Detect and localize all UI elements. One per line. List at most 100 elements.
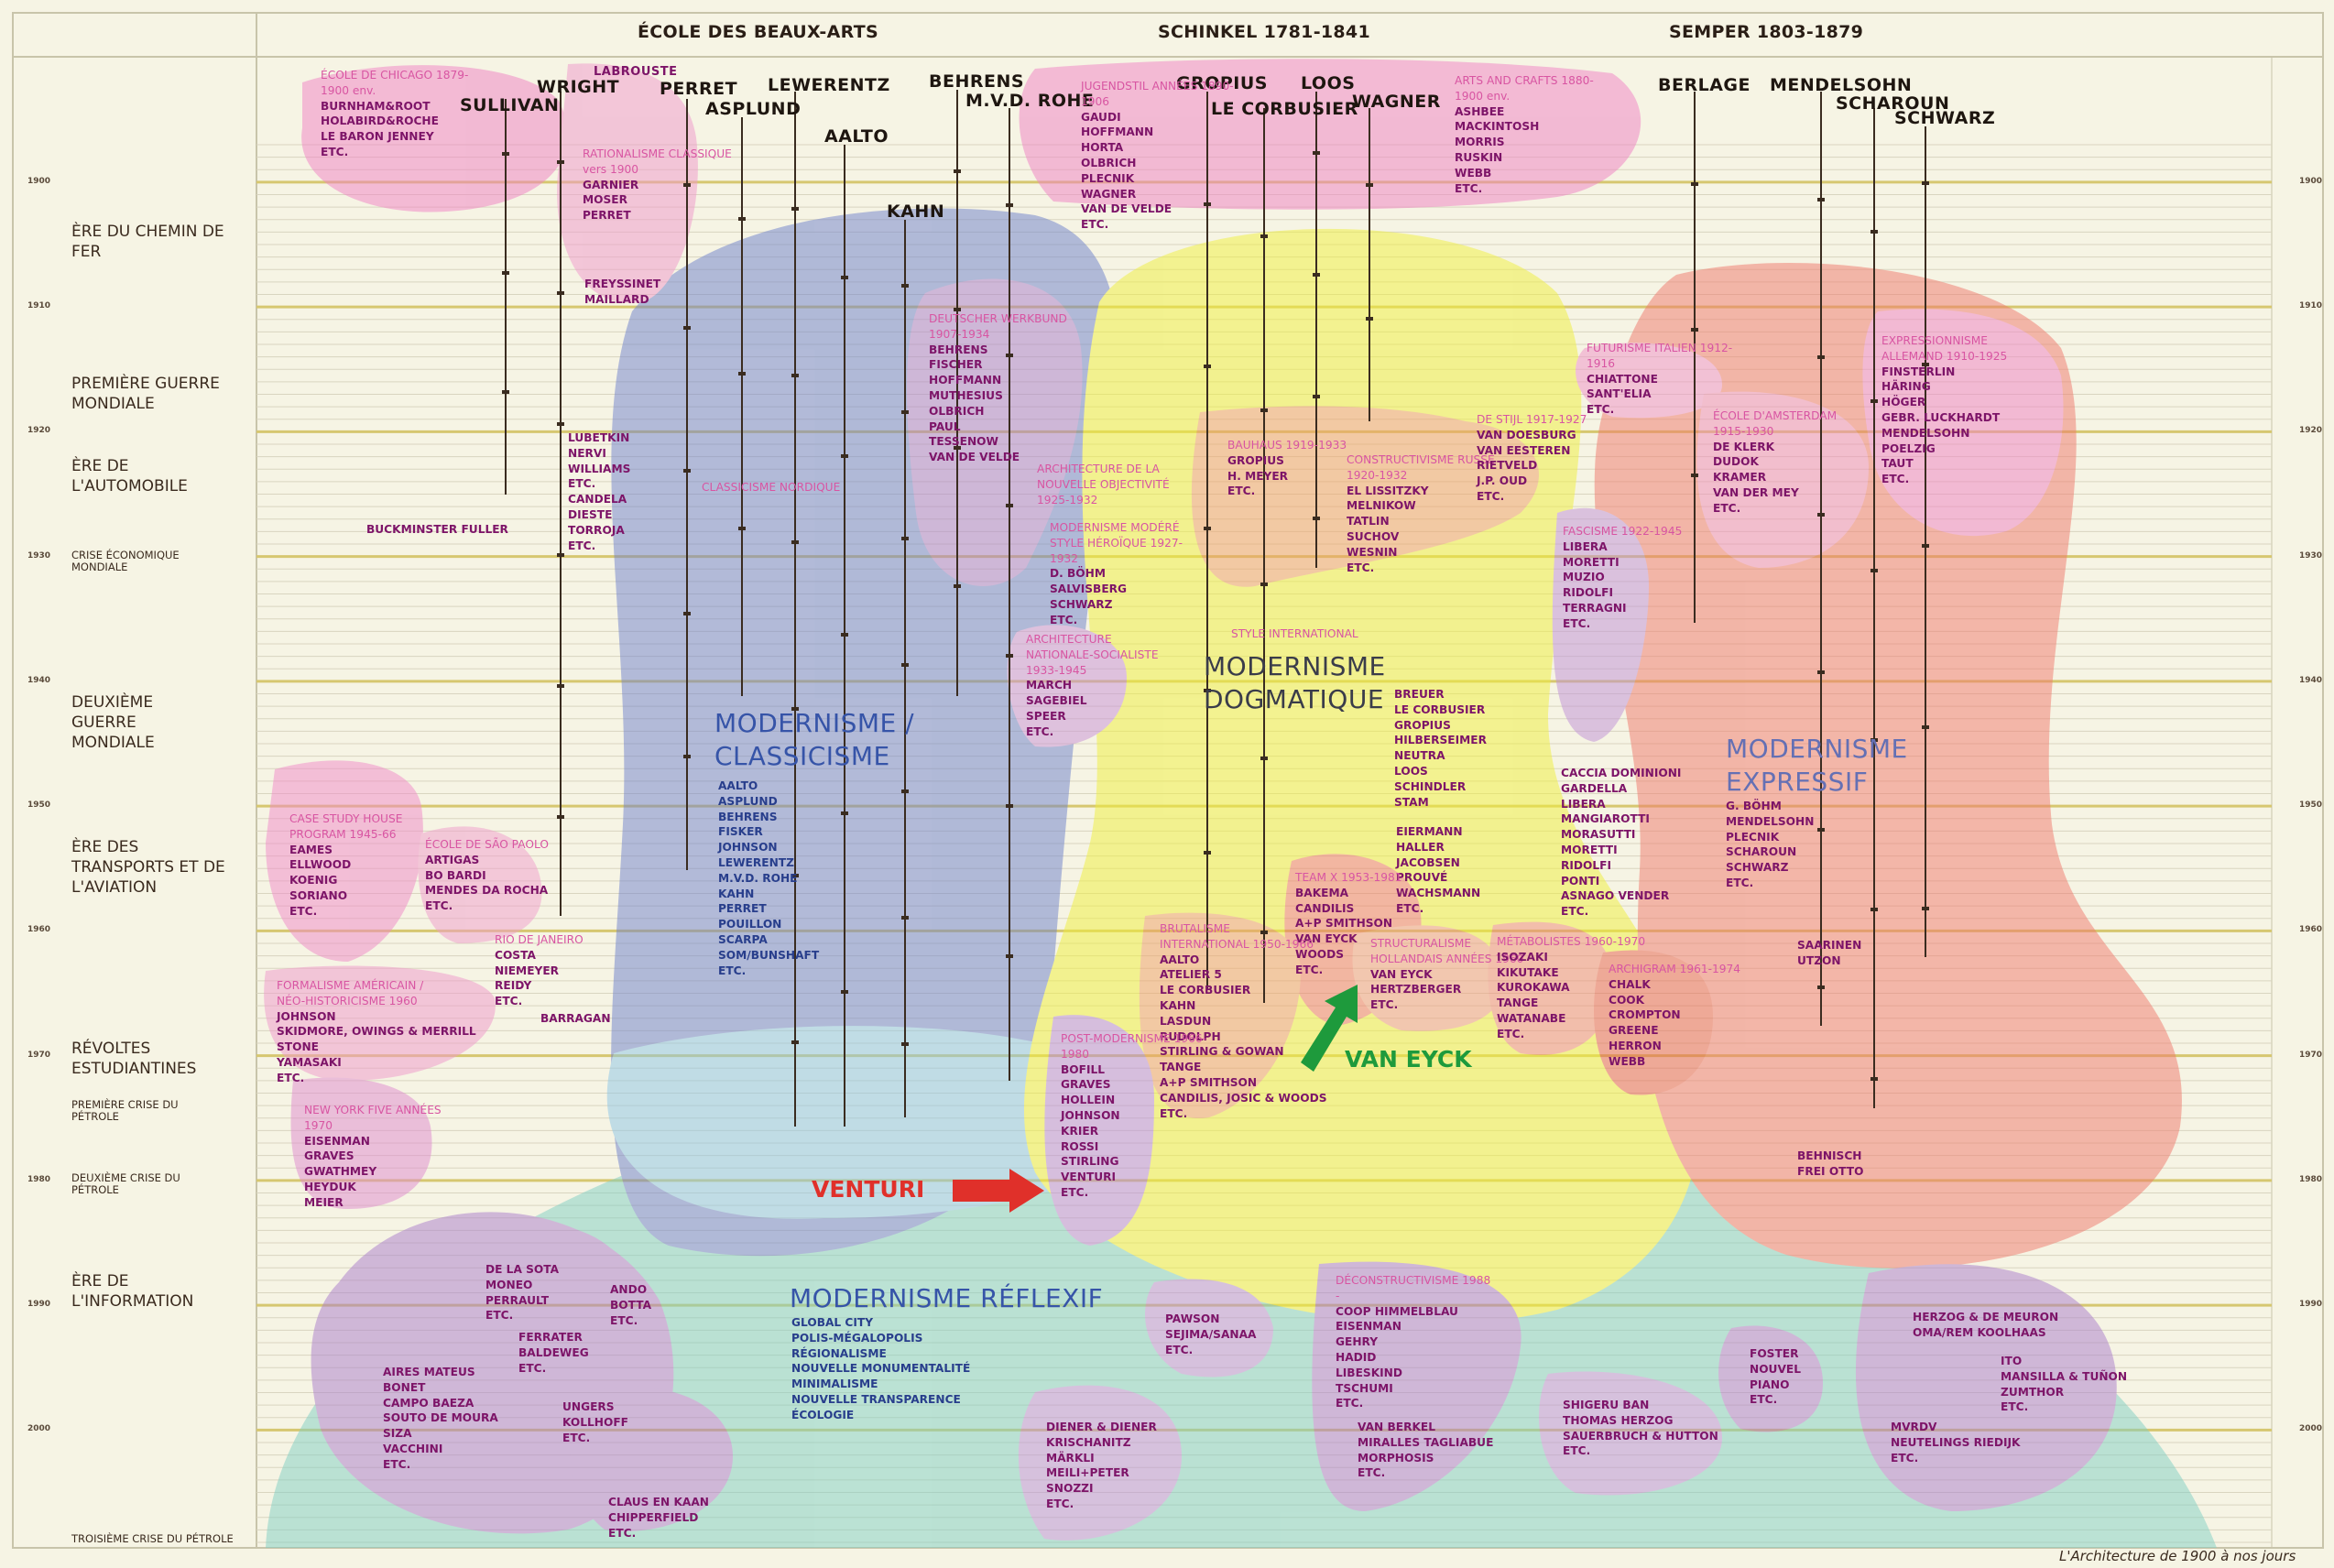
group-member: SCHINDLER [1394, 779, 1467, 793]
group-member: REIDY [495, 979, 532, 993]
group-member: BREUER [1394, 688, 1445, 701]
group-member: A+P SMITHSON [1160, 1075, 1258, 1089]
lifeline-tick [1204, 851, 1211, 855]
group-member: CANDILIS [1295, 901, 1355, 915]
lifeline-tick [1006, 504, 1013, 507]
group-member: DIENER & DIENER [1046, 1421, 1157, 1433]
header-schinkel: SCHINKEL 1781-1841 [1158, 22, 1370, 42]
group-member: GREENE [1609, 1024, 1659, 1038]
era-revoltes: RÉVOLTES ESTUDIANTINES [71, 1040, 197, 1078]
group-member: PAWSON [1165, 1312, 1220, 1325]
architect-loos: LOOS [1301, 73, 1356, 93]
group-heading: BRUTALISME INTERNATIONAL 1950-1966 [1160, 922, 1314, 951]
movement-group: STYLE INTERNATIONAL [1231, 626, 1358, 642]
group-member: BEHNISCH [1797, 1149, 1862, 1162]
group-member: ETC. [383, 1457, 411, 1471]
year-tick-right: 1900 [2299, 176, 2323, 186]
group-member: ÉCOLOGIE [791, 1408, 855, 1421]
year-tick-right: 2000 [2299, 1424, 2323, 1434]
group-member: SUCHOV [1347, 529, 1400, 543]
group-member: JACOBSEN [1396, 855, 1460, 869]
group-member: BOTTA [610, 1298, 652, 1312]
lifeline-tick [1260, 234, 1268, 238]
highlight-venturi: VENTURI [812, 1176, 925, 1203]
group-member: MORRIS [1455, 136, 1505, 149]
group-member: MARCH [1026, 679, 1073, 692]
group-member: LOOS [1394, 764, 1428, 778]
group-member: KOENIG [289, 874, 338, 887]
group-member: RIETVELD [1477, 459, 1538, 473]
lifeline-tick [502, 390, 509, 394]
group-member: PIANO [1750, 1377, 1790, 1391]
architect-behrens: BEHRENS [929, 71, 1025, 92]
group-member: PROUVÉ [1396, 871, 1448, 885]
group-heading: ARCHITECTURE NATIONALE-SOCIALISTE 1933-1… [1026, 633, 1159, 677]
lifeline-tick [841, 276, 848, 279]
lifeline-tick [1817, 198, 1825, 201]
movement-classicisme: MODERNISME / CLASSICISME [714, 708, 915, 771]
group-member: G. BÖHM [1726, 800, 1782, 812]
group-member: ETC. [1347, 561, 1375, 574]
group-member: TANGE [1160, 1061, 1202, 1074]
group-member: MANSILLA & TUÑON [2001, 1369, 2128, 1383]
group-member: YAMASAKI [277, 1055, 342, 1069]
group-heading: BAUHAUS 1919-1933 [1227, 439, 1347, 452]
group-member: BEHRENS [718, 810, 778, 823]
group-member: HEYDUK [304, 1180, 356, 1193]
group-member: ITO [2001, 1355, 2023, 1367]
group-member: VAN EYCK [1370, 967, 1433, 981]
group-member: SHIGERU BAN [1563, 1399, 1650, 1411]
group-member: SCHWARZ [1726, 861, 1789, 875]
lifeline-tick [1922, 181, 1929, 185]
architect-lewerentz: LEWERENTZ [768, 75, 890, 95]
year-tick-right: 1910 [2299, 301, 2323, 311]
group-member: TATLIN [1347, 515, 1390, 528]
group-member: NEUTELINGS RIEDIJK [1891, 1435, 2021, 1449]
group-member: MIRALLES TAGLIABUE [1358, 1435, 1494, 1449]
group-member: ETC. [2001, 1400, 2029, 1414]
group-member: LE BARON JENNEY [321, 130, 434, 144]
group-member: CHIATTONE [1587, 372, 1658, 386]
group-member: TERRAGNI [1563, 601, 1627, 615]
group-member: SANT'ELIA [1587, 387, 1652, 401]
lifeline-tick [1922, 363, 1929, 366]
era-premiere-crise-petrole: PREMIÈRE CRISE DU PÉTROLE [71, 1098, 179, 1123]
year-tick-left: 1970 [27, 1050, 51, 1060]
group-member: ETC. [568, 539, 596, 552]
era-premiere-guerre: PREMIÈRE GUERRE MONDIALE [71, 375, 220, 413]
group-member: DUDOK [1713, 455, 1759, 469]
lifeline-tick [1006, 654, 1013, 658]
lifeline-tick [1870, 1077, 1878, 1081]
group-member: VAN BERKEL [1358, 1421, 1436, 1433]
group-heading: DÉCONSTRUCTIVISME 1988 - [1336, 1274, 1491, 1302]
group-member: BOFILL [1061, 1062, 1106, 1076]
year-tick-right: 1920 [2299, 426, 2323, 436]
group-member: VAN EYCK [1295, 932, 1358, 946]
group-heading: CONSTRUCTIVISME RUSSE 1920-1932 [1347, 453, 1495, 482]
lifeline-tick [683, 755, 691, 758]
group-member: LEWERENTZ [718, 855, 794, 869]
lifeline-tick [791, 540, 799, 544]
lifeline-tick [557, 815, 564, 819]
poster-caption: L'Architecture de 1900 à nos jours [2059, 1548, 2296, 1564]
group-member: WEBB [1609, 1054, 1646, 1068]
movement-dogmatique: MODERNISME DOGMATIQUE [1204, 651, 1386, 714]
group-member: H. MEYER [1227, 469, 1289, 483]
group-member: ATELIER 5 [1160, 968, 1222, 982]
group-member: CHALK [1609, 977, 1651, 991]
group-member: MEILI+PETER [1046, 1466, 1129, 1480]
group-heading: ÉCOLE DE SÃO PAOLO [425, 838, 549, 851]
group-member: ETC. [1587, 403, 1615, 417]
group-member: ETC. [518, 1361, 547, 1375]
lifeline-tick [1204, 689, 1211, 692]
lifeline-tick [1006, 354, 1013, 357]
